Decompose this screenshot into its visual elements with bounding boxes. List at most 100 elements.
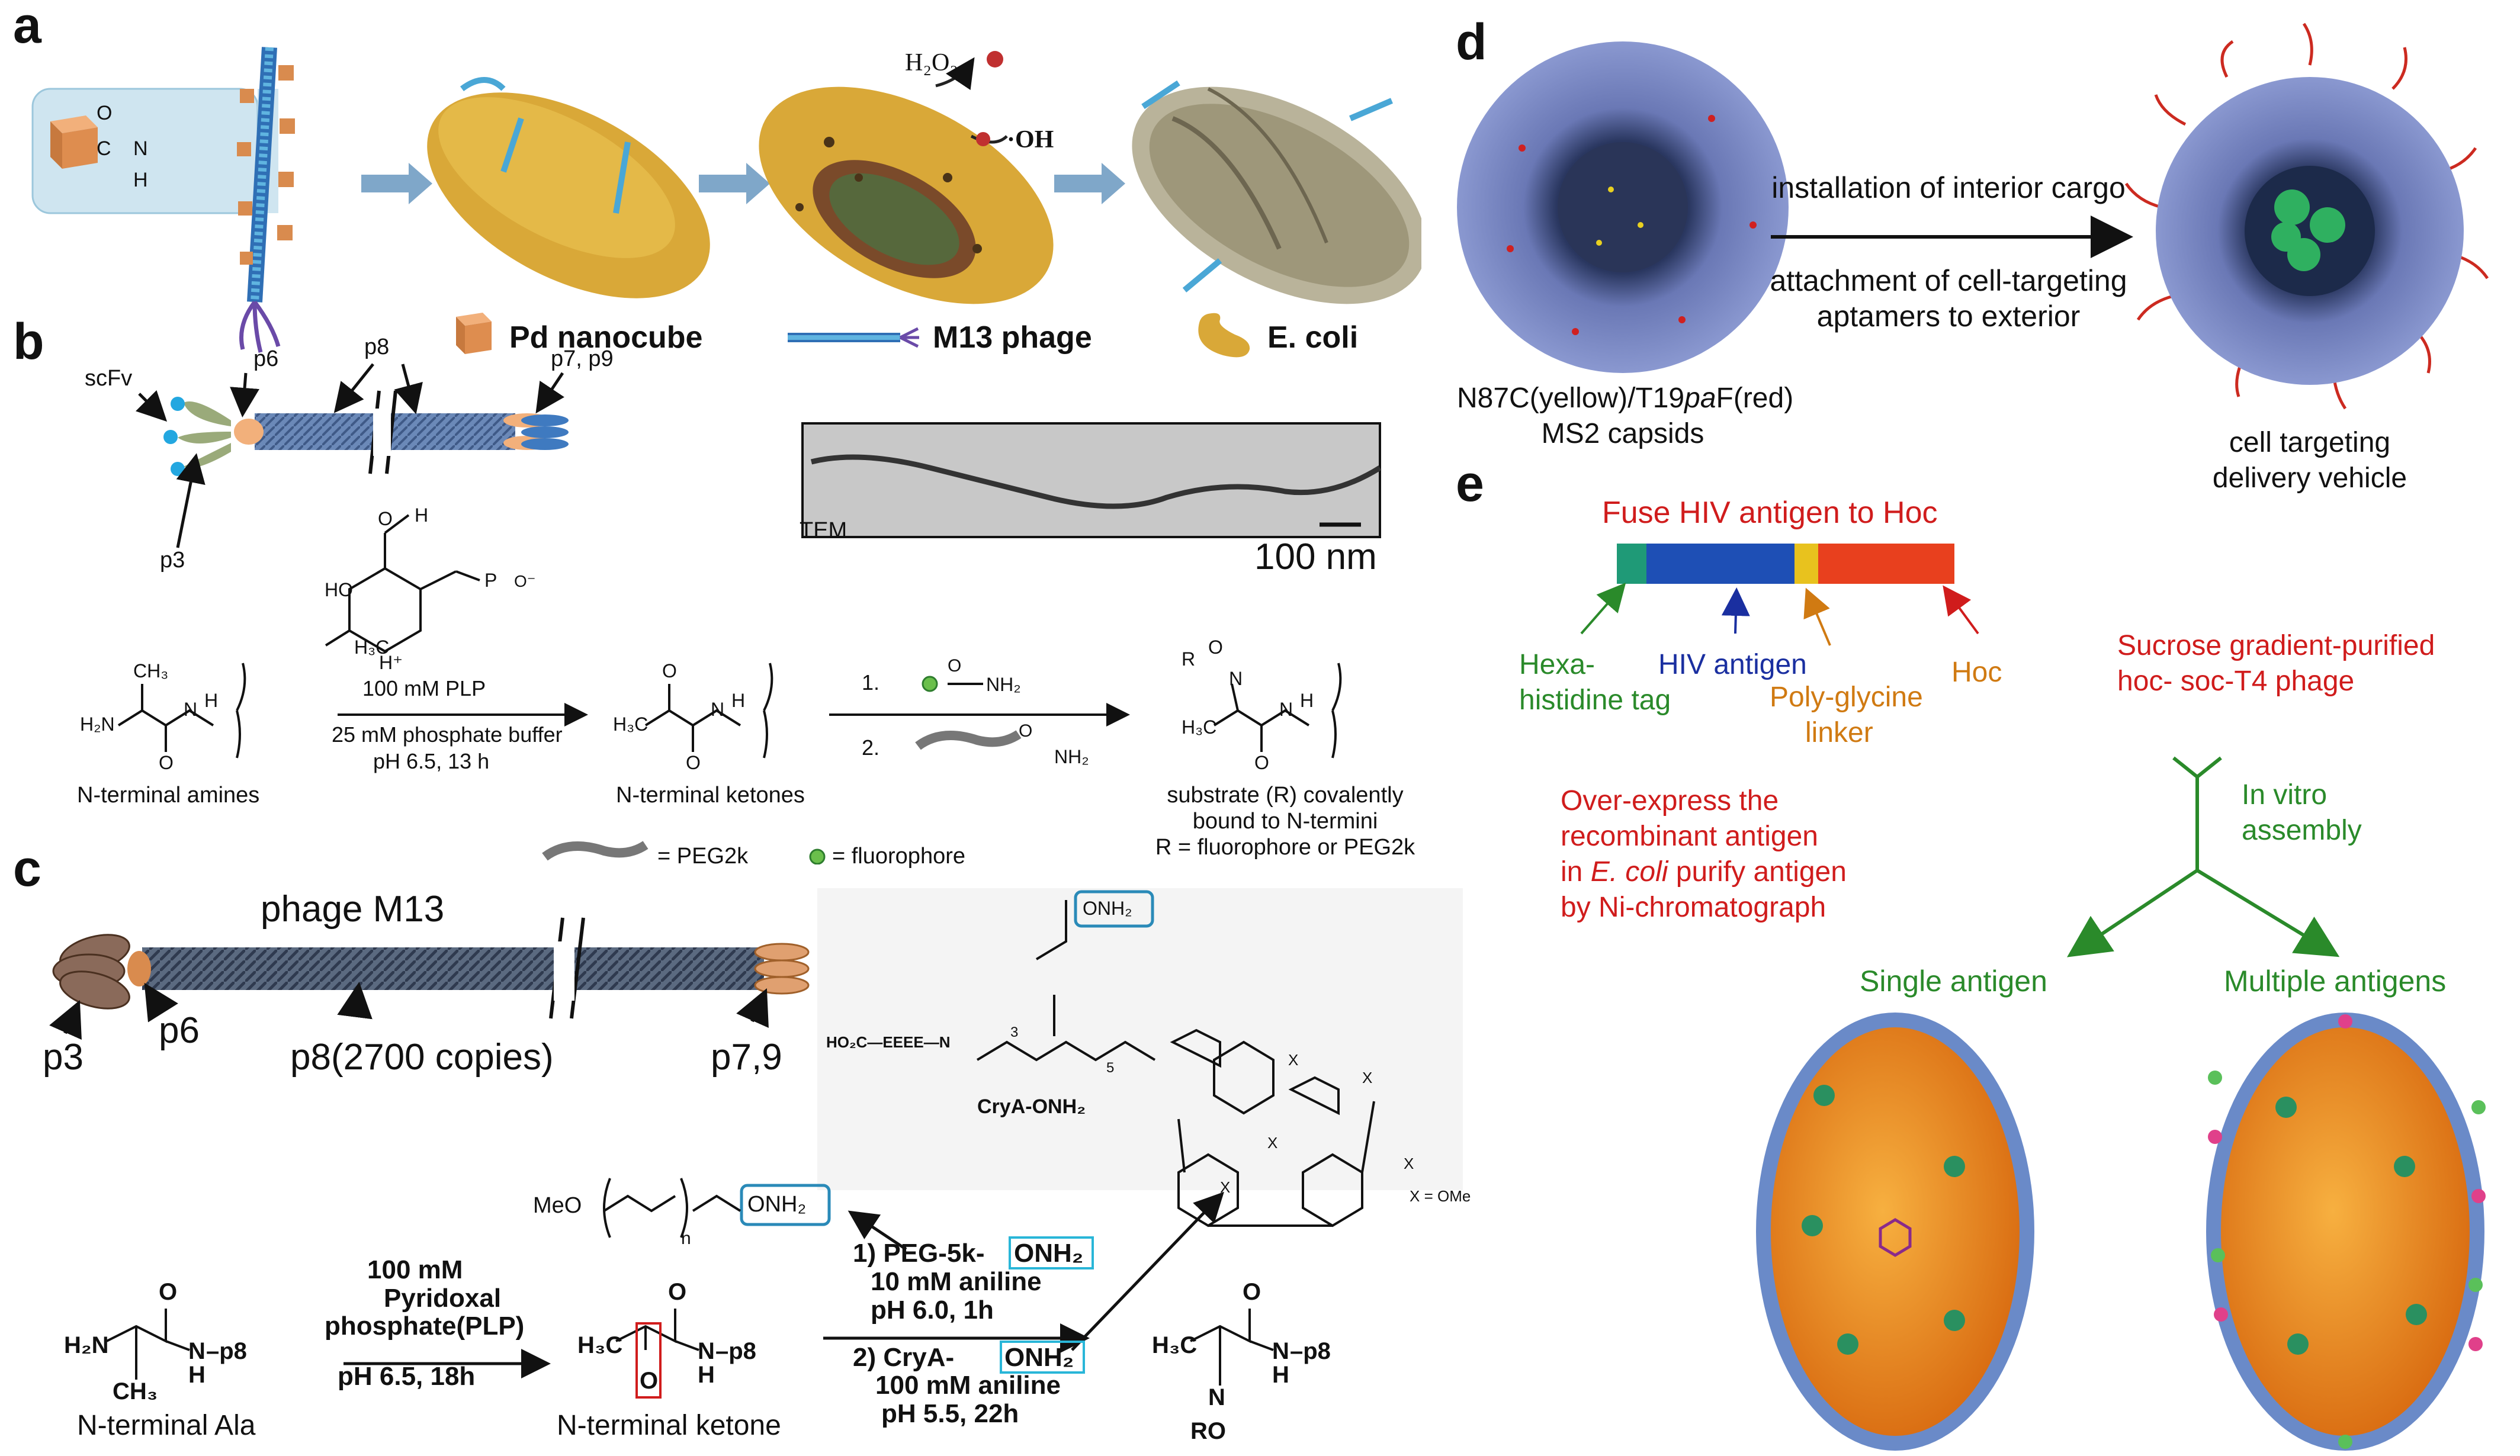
legend-ecoli-icon: [1198, 313, 1250, 358]
ms2-capsid-right: [2124, 23, 2489, 410]
ala-o: O: [159, 1279, 178, 1305]
label-sucrose-1: Sucrose gradient-purified: [2117, 630, 2435, 661]
label-scfv: scFv: [85, 366, 133, 391]
vehicle-caption-2: delivery vehicle: [2212, 462, 2407, 494]
product-h3c: H₃C: [1182, 716, 1217, 738]
label-over-3c: purify antigen: [1668, 856, 1847, 888]
peg-onh2: ONH₂: [747, 1192, 807, 1217]
label-over-3a: in: [1561, 856, 1591, 888]
capsid-caption-1: N87C(yellow)/T19paF(red): [1457, 382, 1793, 414]
label-hexa-1: Hexa-: [1519, 649, 1596, 680]
caption-product-3: R = fluorophore or PEG2k: [1155, 835, 1415, 860]
panel-e-illustration: [1580, 544, 2486, 1451]
prod-h3c: H₃C: [1152, 1332, 1198, 1358]
legend-pd-label: Pd nanocube: [509, 320, 703, 355]
amine-h2n: H₂N: [80, 713, 115, 735]
panel-b-illustration: [117, 363, 1382, 864]
plp-nh: H⁺: [379, 652, 403, 673]
label-p7p9: p7, p9: [551, 346, 614, 371]
product-o2: O: [1254, 752, 1269, 773]
oh-radical-label: ·OH: [1007, 126, 1054, 153]
e-title: Fuse HIV antigen to Hoc: [1602, 496, 1938, 530]
step2-nh2: NH₂: [1054, 746, 1089, 767]
prod-ro: RO: [1190, 1418, 1226, 1444]
caption-product-1: substrate (R) covalently: [1167, 783, 1404, 808]
scale-bar-label: 100 nm: [1254, 536, 1377, 577]
t4-multiple-antigens: [2206, 1013, 2486, 1451]
ms2-capsid-left: [1457, 41, 1789, 373]
ala-p8: –p8: [206, 1338, 247, 1364]
phage-m13-title: phage M13: [261, 889, 445, 930]
caption-ketones: N-terminal ketones: [616, 783, 805, 808]
reagent-ph: pH 6.5, 13 h: [373, 749, 490, 773]
step-2: 2.: [862, 735, 880, 760]
cry-x3: X: [1220, 1178, 1231, 1196]
amine-n: N: [184, 699, 198, 720]
label-over-1: Over-express the: [1561, 785, 1779, 817]
step-1: 1.: [862, 670, 880, 695]
plp-h: H: [415, 504, 429, 526]
reagent-c-4: pH 6.5, 18h: [338, 1362, 476, 1391]
arrow-bottom-label-2: aptamers to exterior: [1816, 300, 2081, 333]
ket-o1: O: [668, 1279, 687, 1305]
label-invitro-1: In vitro: [2242, 779, 2328, 811]
label-over-3b: E. coli: [1590, 856, 1668, 888]
step2-o: O: [1019, 721, 1033, 741]
product-o: O: [1208, 637, 1223, 658]
legend-fluorophore: = fluorophore: [832, 844, 965, 869]
capsid-caption-1c: F(red): [1716, 383, 1794, 414]
prod-o: O: [1243, 1279, 1261, 1305]
prod-n2: N: [1208, 1384, 1225, 1410]
route1-b: ONH₂: [1014, 1239, 1084, 1268]
label-c-p6: p6: [159, 1010, 200, 1051]
amide-n: N: [133, 137, 148, 160]
ecoli-cell-1: [427, 77, 710, 298]
cry-x4: X: [1267, 1134, 1278, 1152]
label-c-p79: p7,9: [711, 1037, 782, 1078]
peg-meo: MeO: [533, 1193, 582, 1218]
label-polyglycine-2: linker: [1805, 717, 1873, 748]
capsid-caption-1a: N87C(yellow)/T19: [1457, 383, 1685, 414]
reagent-plp: 100 mM PLP: [362, 676, 486, 700]
reagent-c-2: Pyridoxal: [384, 1284, 502, 1313]
ecoli-cell-3: [1132, 80, 1421, 304]
route2-c: 100 mM aniline: [875, 1371, 1061, 1400]
panel-label-a: a: [13, 0, 41, 54]
cry-xome: X = OMe: [1410, 1187, 1471, 1205]
caption-product-2: bound to N-termini: [1192, 809, 1378, 834]
plp-h3c: H₃C: [354, 637, 390, 658]
route1-c: 10 mM aniline: [871, 1267, 1042, 1296]
label-p8: p8: [364, 335, 390, 359]
reagent-buffer: 25 mM phosphate buffer: [332, 722, 563, 747]
caption-amines: N-terminal amines: [77, 783, 260, 808]
cry-sub-5: 5: [1106, 1060, 1115, 1076]
route2-b: ONH₂: [1004, 1343, 1074, 1372]
cry-sub-3: 3: [1010, 1024, 1019, 1040]
cry-x1: X: [1288, 1051, 1299, 1069]
panel-a-illustration: [31, 47, 1421, 358]
reagent-c-3: phosphate(PLP): [325, 1312, 525, 1341]
label-polyglycine-1: Poly-glycine: [1770, 682, 1923, 713]
route2-d: pH 5.5, 22h: [881, 1399, 1019, 1428]
hoc-construct-bar: [1617, 544, 1954, 584]
label-p3: p3: [160, 548, 185, 573]
panel-label-d: d: [1456, 14, 1487, 70]
m13-phage-icon: [237, 47, 295, 353]
pd-nanocube-icon: [50, 115, 98, 169]
t4-single-antigen: [1756, 1013, 2034, 1451]
amine-o: O: [159, 752, 174, 773]
label-over-4: by Ni-chromatograph: [1561, 892, 1826, 923]
panel-e: Fuse HIV antigen to Hoc Hexa- histidine …: [1445, 486, 2520, 1456]
route2-a: 2) CryA-: [853, 1343, 955, 1372]
amine-ch3: CH₃: [133, 660, 169, 682]
ala-ch3: CH₃: [113, 1378, 158, 1404]
ala-h: H: [188, 1362, 206, 1388]
step1-nh2: NH₂: [986, 674, 1021, 695]
plp-o-minus: O⁻: [514, 572, 536, 590]
label-hoc: Hoc: [1951, 657, 2002, 688]
ket-n: N: [698, 1338, 715, 1364]
amide-o: O: [97, 102, 113, 124]
label-multiple-antigens: Multiple antigens: [2224, 965, 2447, 998]
ketone-h: H: [731, 690, 746, 711]
ketone-h3c: H₃C: [613, 713, 649, 735]
